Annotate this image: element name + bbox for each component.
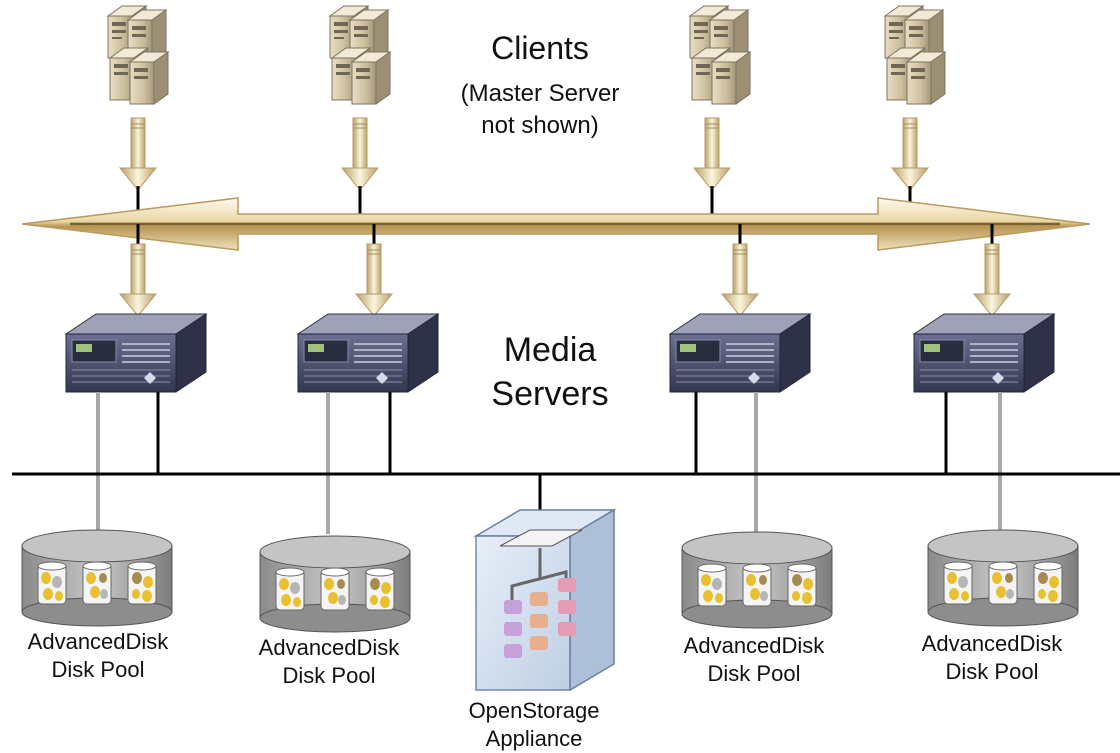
media-group-1 xyxy=(21,224,207,627)
down-arrow-icon xyxy=(891,117,929,191)
disk-pool-label-line1: AdvancedDisk xyxy=(27,629,169,654)
client-server-icon xyxy=(884,5,946,105)
disk-pool-label-2: AdvancedDisk Disk Pool xyxy=(229,634,429,690)
down-arrow-icon xyxy=(973,243,1011,317)
disk-pool-icon xyxy=(681,531,833,629)
network-bus-arrow xyxy=(21,197,1091,251)
media-servers-line2: Servers xyxy=(491,375,609,413)
openstorage-label-line1: OpenStorage xyxy=(468,698,600,723)
disk-pool-label-1: AdvancedDisk Disk Pool xyxy=(0,628,198,684)
disk-pool-label-line2: Disk Pool xyxy=(282,663,376,688)
openstorage-label-line2: Appliance xyxy=(485,726,583,751)
media-group-2 xyxy=(259,224,439,633)
openstorage-appliance-label: OpenStorage Appliance xyxy=(434,697,634,753)
disk-pool-label-line1: AdvancedDisk xyxy=(921,631,1063,656)
disk-pool-label-line1: AdvancedDisk xyxy=(683,633,825,658)
disk-pool-label-line1: AdvancedDisk xyxy=(258,635,400,660)
client-group-1 xyxy=(107,5,169,232)
disk-pool-label-4: AdvancedDisk Disk Pool xyxy=(892,630,1092,686)
media-server-icon xyxy=(913,313,1055,393)
openstorage-appliance xyxy=(473,474,617,692)
client-group-2 xyxy=(329,5,391,232)
disk-pool-icon xyxy=(259,535,411,633)
disk-pool-label-line2: Disk Pool xyxy=(51,657,145,682)
disk-pool-icon xyxy=(21,529,173,627)
media-servers-line1: Media xyxy=(503,331,597,369)
client-server-icon xyxy=(107,5,169,105)
client-server-icon xyxy=(329,5,391,105)
disk-pool-label-line2: Disk Pool xyxy=(707,661,801,686)
down-arrow-icon xyxy=(119,243,157,317)
storage-cylinder-icon xyxy=(504,578,576,658)
media-servers-label: Media Servers xyxy=(450,328,650,416)
media-group-3 xyxy=(669,224,833,629)
client-server-icon xyxy=(689,5,751,105)
media-group-4 xyxy=(913,224,1079,627)
media-server-icon xyxy=(669,313,811,393)
disk-pool-label-3: AdvancedDisk Disk Pool xyxy=(654,632,854,688)
client-group-3 xyxy=(689,5,751,232)
disk-pool-label-line2: Disk Pool xyxy=(945,659,1039,684)
down-arrow-icon xyxy=(721,243,759,317)
disk-pool-icon xyxy=(927,529,1079,627)
clients-label: Clients xyxy=(491,30,589,66)
media-server-icon xyxy=(65,313,207,393)
down-arrow-icon xyxy=(119,117,157,191)
down-arrow-icon xyxy=(341,117,379,191)
down-arrow-icon xyxy=(355,243,393,317)
media-server-icon xyxy=(297,313,439,393)
client-group-4 xyxy=(884,5,946,232)
master-server-note-line2: not shown) xyxy=(481,112,599,139)
master-server-note-line1: (Master Server xyxy=(460,80,620,107)
master-server-note: (Master Server not shown) xyxy=(410,78,670,142)
down-arrow-icon xyxy=(693,117,731,191)
